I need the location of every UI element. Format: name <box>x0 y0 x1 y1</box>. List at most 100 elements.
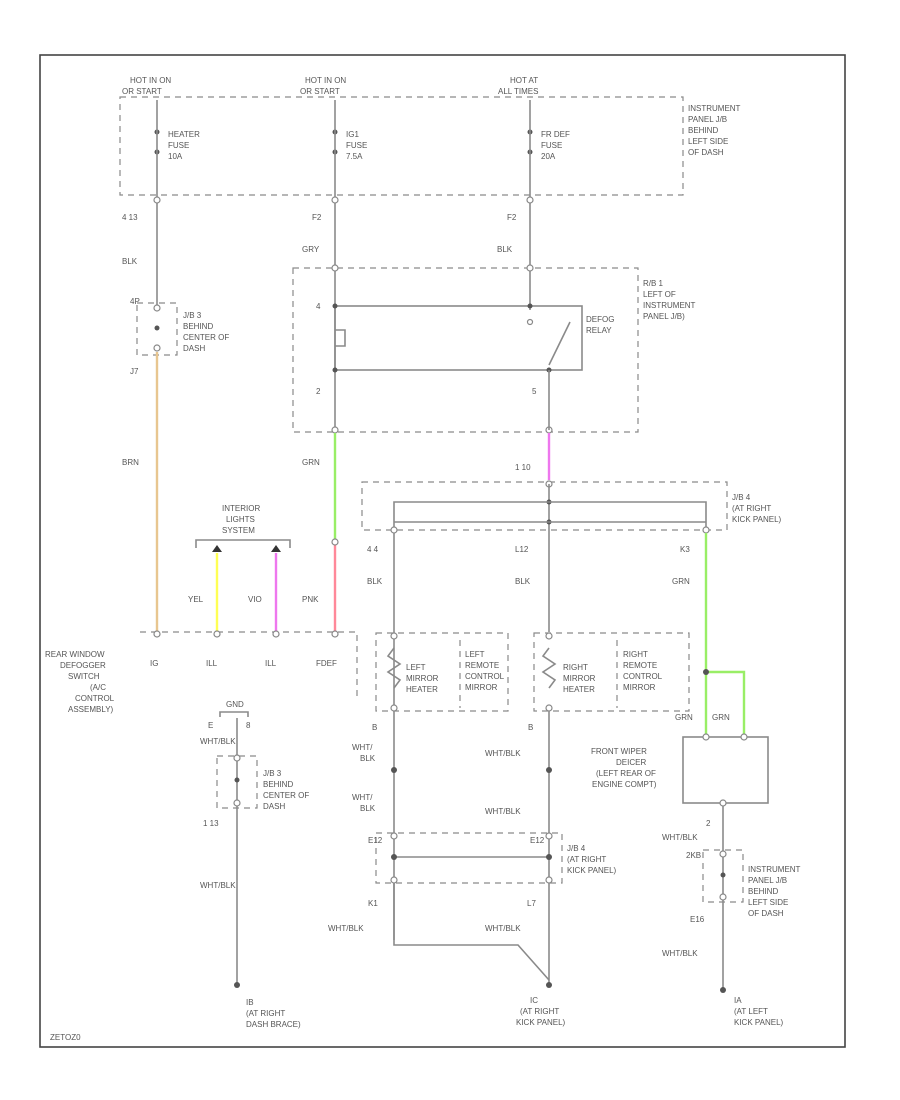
wire-jb4-bus <box>393 501 707 530</box>
splice-node <box>391 854 397 860</box>
component-label: ASSEMBLY) <box>68 705 114 714</box>
jb-label: (AT RIGHT <box>732 504 771 513</box>
ground-point <box>546 982 552 988</box>
component-label: ENGINE COMPT) <box>592 780 657 789</box>
wire-label: BLK <box>497 245 513 254</box>
switch-gnd-bracket <box>219 711 249 717</box>
wire-label: GRN <box>675 713 693 722</box>
connector-terminal <box>390 832 398 840</box>
jb-label: DASH <box>183 344 205 353</box>
wire-left-mirror-to-ground <box>393 883 550 981</box>
connector-terminal <box>545 632 553 640</box>
arrow-marker <box>212 545 222 552</box>
component-label: CONTROL <box>75 694 115 703</box>
connector-terminal <box>526 264 534 272</box>
ground-point <box>720 987 726 993</box>
connector-label: 5 <box>532 387 537 396</box>
ground-label: (AT RIGHT <box>246 1009 285 1018</box>
connector-terminal <box>331 264 339 272</box>
connector-label: L7 <box>527 899 536 908</box>
ground-label: KICK PANEL) <box>516 1018 566 1027</box>
ground-label: IA <box>734 996 742 1005</box>
wire-label: GRN <box>672 577 690 586</box>
component-label: FRONT WIPER <box>591 747 647 756</box>
splice-node <box>391 767 397 773</box>
source-label: OR START <box>122 87 162 96</box>
svg-text:FUSE: FUSE <box>168 141 189 150</box>
connector-terminal <box>331 538 339 546</box>
connector-terminal <box>740 733 748 741</box>
right-mirror-box <box>533 632 690 712</box>
wire-label: WHT/BLK <box>485 807 521 816</box>
connector-label: B <box>528 723 533 732</box>
connector-label: B <box>372 723 377 732</box>
component-label: MIRROR <box>406 674 439 683</box>
component-label: DEICER <box>616 758 646 767</box>
component-label: DEFOG <box>586 315 614 324</box>
connector-label: K3 <box>680 545 690 554</box>
jb-label: KICK PANEL) <box>732 515 782 524</box>
ground-label: (AT RIGHT <box>520 1007 559 1016</box>
connector-terminal <box>233 754 241 762</box>
connector-label: 1 10 <box>515 463 531 472</box>
switch-pin-label: IG <box>150 659 158 668</box>
connector-terminal <box>390 876 398 884</box>
component-label: RELAY <box>586 326 612 335</box>
connector-label: 2 <box>316 387 321 396</box>
connector-terminal <box>719 850 727 858</box>
connector-label: 4 4 <box>367 545 379 554</box>
wire-label: GRN <box>712 713 730 722</box>
component-label: LEFT <box>465 650 485 659</box>
component-label: RIGHT <box>623 650 648 659</box>
jb-node <box>234 777 240 783</box>
component-label: HEATER <box>563 685 595 694</box>
connector-label: J7 <box>130 367 139 376</box>
fuse-heater: HEATER FUSE 10A <box>154 129 200 161</box>
defog-relay-box <box>334 305 583 371</box>
connector-label: E12 <box>368 836 383 845</box>
component-label: (A/C <box>90 683 106 692</box>
switch-pin <box>272 630 280 638</box>
component-label: MIRROR <box>563 674 596 683</box>
component-label: MIRROR <box>623 683 656 692</box>
component-label: LIGHTS <box>226 515 255 524</box>
jb-label: INSTRUMENT <box>688 104 741 113</box>
connector-terminal <box>526 196 534 204</box>
connector-label: 4P <box>130 297 140 306</box>
connector-terminal <box>719 799 727 807</box>
ground-label: (AT LEFT <box>734 1007 768 1016</box>
wire-label: BLK <box>360 754 376 763</box>
wire-label: GRY <box>302 245 320 254</box>
fuse-fr-def: FR DEF FUSE 20A <box>527 129 570 161</box>
jb-label: BEHIND <box>263 780 293 789</box>
relay-node <box>332 303 338 309</box>
arrow-marker <box>271 545 281 552</box>
jb-label: LEFT OF <box>643 290 676 299</box>
fuse-ig: IG1 FUSE 7.5A <box>332 129 367 161</box>
gnd-label: GND <box>226 700 244 709</box>
jb-label: J/B 3 <box>183 311 202 320</box>
figure-code: ZETOZ0 <box>50 1033 81 1042</box>
jb-label: J/B 4 <box>732 493 751 502</box>
wire-label: WHT/BLK <box>328 924 364 933</box>
diagram-frame <box>39 54 846 1048</box>
component-label: HEATER <box>406 685 438 694</box>
relay-node <box>332 367 338 373</box>
svg-text:FR DEF: FR DEF <box>541 130 570 139</box>
connector-terminal <box>545 832 553 840</box>
connector-terminal <box>545 876 553 884</box>
switch-pin <box>153 630 161 638</box>
jb-label: PANEL J/B <box>688 115 727 124</box>
component-label: INTERIOR <box>222 504 260 513</box>
splice-node <box>546 767 552 773</box>
wire-grn-deicer-branch <box>706 670 746 735</box>
source-label: HOT IN ON <box>305 76 346 85</box>
wire-label: WHT/BLK <box>485 749 521 758</box>
connector-terminal <box>153 196 161 204</box>
connector-label: 4 13 <box>122 213 138 222</box>
component-label: REMOTE <box>465 661 499 670</box>
component-label: MIRROR <box>465 683 498 692</box>
wire-label: WHT/BLK <box>200 737 236 746</box>
switch-pin-label: FDEF <box>316 659 337 668</box>
interior-lights-bracket <box>195 539 291 548</box>
